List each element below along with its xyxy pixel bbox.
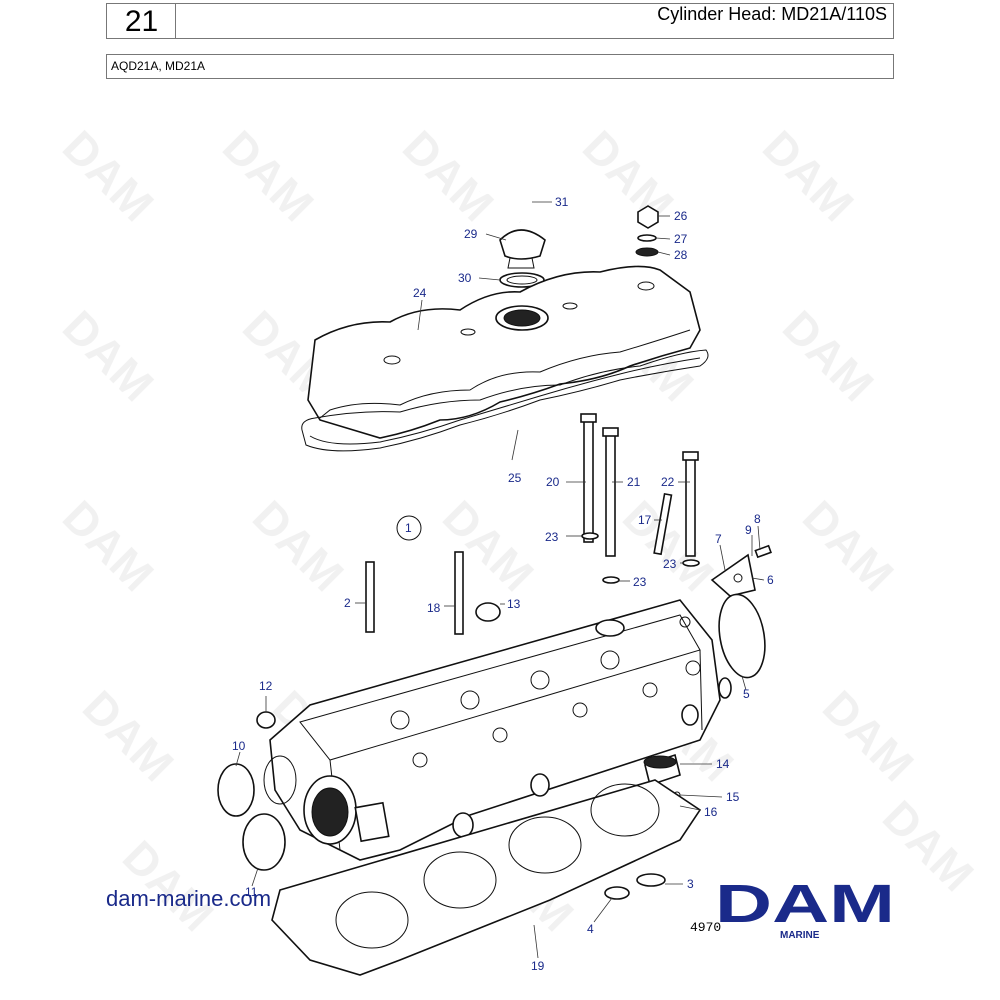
head-bolt-20 <box>583 419 594 543</box>
callout-21: 21 <box>627 475 641 489</box>
callout-30: 30 <box>458 271 472 285</box>
valve-cover <box>307 265 701 439</box>
callout-14: 14 <box>716 757 730 771</box>
callout-18: 18 <box>427 601 441 615</box>
leader-lines <box>235 201 765 959</box>
callout-7: 7 <box>715 532 722 546</box>
stud-2 <box>365 561 375 633</box>
callout-5: 5 <box>743 687 750 701</box>
reference-marker <box>396 515 422 541</box>
washer-23 <box>602 576 620 584</box>
callout-8: 8 <box>754 512 761 526</box>
page-number: 21 <box>124 5 159 38</box>
callout-6: 6 <box>767 573 774 587</box>
callout-25: 25 <box>508 471 522 485</box>
watermark: DAM <box>793 490 904 601</box>
seal-washer <box>635 247 659 257</box>
callout-17: 17 <box>638 513 652 527</box>
callout-16: 16 <box>704 805 718 819</box>
watermark: DAM <box>73 680 184 791</box>
watermark: DAM <box>573 120 684 231</box>
watermark: DAM <box>433 490 544 601</box>
title-box: Cylinder Head: MD21A/110S <box>175 3 894 39</box>
callout-22: 22 <box>661 475 675 489</box>
model-box: AQD21A, MD21A <box>106 54 894 79</box>
watermark: DAM <box>393 120 504 231</box>
callout-24: 24 <box>413 286 427 300</box>
washer-23 <box>581 532 599 540</box>
valve-cover-gasket <box>301 349 709 452</box>
head-gasket <box>271 779 702 976</box>
reference-marker-label: 1 <box>405 521 412 535</box>
callout-23: 23 <box>663 557 677 571</box>
callout-29: 29 <box>464 227 478 241</box>
plug-12 <box>256 711 276 729</box>
watermark: DAM <box>213 120 324 231</box>
watermark: DAM <box>753 120 864 231</box>
site-url: dam-marine.com <box>106 886 272 911</box>
callout-3: 3 <box>687 877 694 891</box>
head-bolt-21 <box>605 433 616 557</box>
plug-13 <box>475 602 501 622</box>
lifting-bracket <box>710 553 756 597</box>
cap-nut <box>637 205 659 229</box>
drawing-number: 4970 <box>690 920 722 935</box>
seal-ring-4 <box>604 886 630 900</box>
callout-27: 27 <box>674 232 688 246</box>
callout-2: 2 <box>344 596 351 610</box>
watermark: DAM <box>53 300 164 411</box>
watermark: DAM <box>773 300 884 411</box>
bracket-bolt <box>754 544 772 559</box>
brand-name: DAM <box>715 878 895 924</box>
brand-subtitle: MARINE <box>780 930 820 941</box>
seal-ring-11 <box>242 813 286 871</box>
callout-19: 19 <box>531 959 545 973</box>
oil-filler-cap <box>499 229 546 260</box>
callout-23: 23 <box>545 530 559 544</box>
watermark: DAM <box>813 680 924 791</box>
watermark: DAM <box>53 490 164 601</box>
seal-ring-10 <box>217 763 255 817</box>
washer-23 <box>682 559 700 567</box>
stud-17 <box>653 492 673 556</box>
callout-26: 26 <box>674 209 688 223</box>
brand-logo: DAM <box>715 878 895 924</box>
watermark: DAM <box>243 490 354 601</box>
callout-20: 20 <box>546 475 560 489</box>
callout-9: 9 <box>745 523 752 537</box>
callout-31: 31 <box>555 195 569 209</box>
head-bolt-22 <box>685 457 696 557</box>
callout-10: 10 <box>232 739 246 753</box>
end-cover-plate <box>718 593 766 679</box>
callout-4: 4 <box>587 922 594 936</box>
callout-12: 12 <box>259 679 273 693</box>
callout-15: 15 <box>726 790 740 804</box>
callout-11: 11 <box>245 885 258 899</box>
callout-13: 13 <box>507 597 521 611</box>
callout-23: 23 <box>633 575 647 589</box>
callout-28: 28 <box>674 248 688 262</box>
callout-labels: 2 3 4 5 6 7 8 9 10 11 12 13 14 15 16 17 … <box>232 195 774 973</box>
seal-ring-3 <box>636 873 666 887</box>
washer <box>637 234 657 242</box>
watermark: DAM <box>53 120 164 231</box>
page-number-box: 21 <box>106 3 176 39</box>
page-title: Cylinder Head: MD21A/110S <box>657 4 887 24</box>
model-label: AQD21A, MD21A <box>111 59 206 73</box>
stud-18 <box>454 551 464 635</box>
